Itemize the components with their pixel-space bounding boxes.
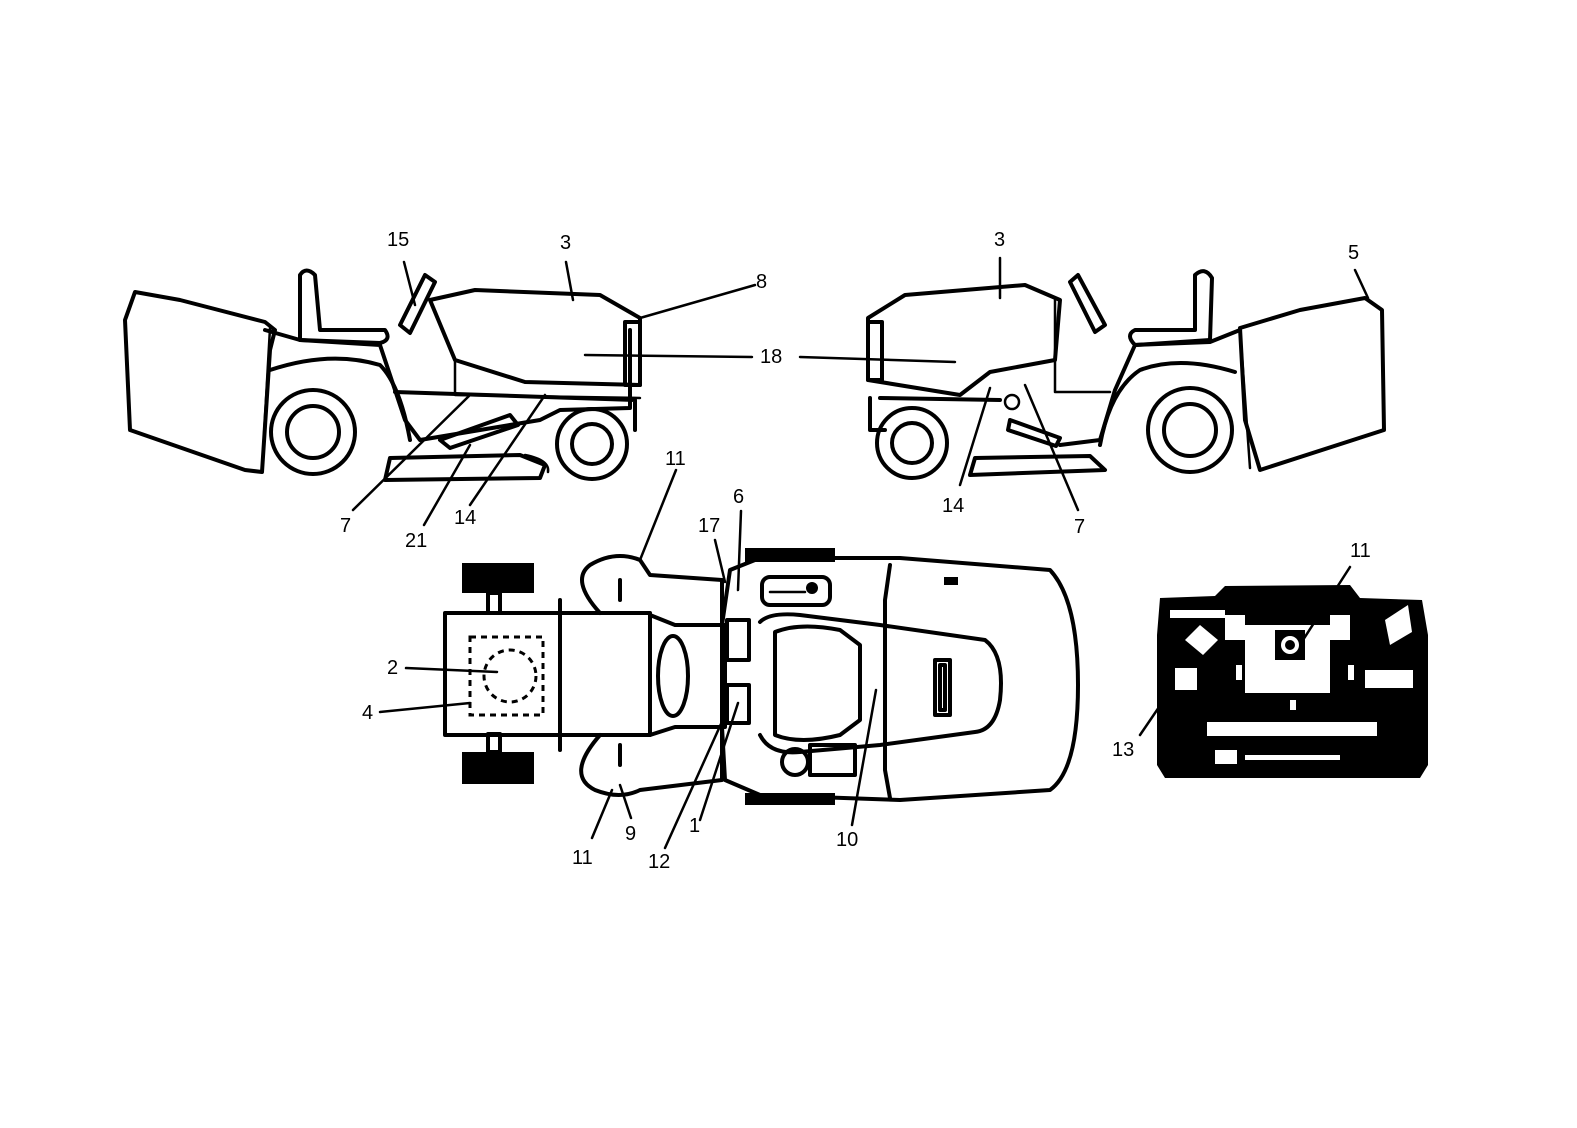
callout-right-5: 5 (1348, 242, 1359, 264)
callout-right-7: 7 (1074, 516, 1085, 538)
callout-top-17: 17 (698, 515, 720, 537)
callout-left-14: 14 (454, 507, 476, 529)
left-hood (428, 288, 642, 387)
top-front-tire-upper (745, 548, 835, 562)
top-rear-tire-lower (462, 752, 534, 784)
callout-right-14: 14 (942, 495, 964, 517)
callout-left-3: 3 (560, 232, 571, 254)
top-grass-bag (443, 611, 652, 737)
left-steering-wheel (398, 273, 437, 335)
callout-top-6: 6 (733, 486, 744, 508)
left-mower-deck (383, 453, 547, 482)
callout-left-18: 18 (760, 346, 782, 368)
top-front-tire-lower (745, 793, 835, 805)
right-body (1058, 328, 1242, 447)
callout-left-21: 21 (405, 530, 427, 552)
control-panel (1138, 565, 1428, 778)
top-rear-tire-upper (462, 563, 534, 593)
callout-top-12: 12 (648, 851, 670, 873)
right-steering-wheel (1068, 273, 1107, 334)
callout-panel-11: 11 (1350, 540, 1371, 562)
left-seat (298, 268, 390, 345)
callout-top-11a: 11 (665, 448, 686, 470)
callout-left-8: 8 (756, 271, 767, 293)
top-body (720, 556, 1080, 802)
left-grass-bag (123, 290, 277, 474)
callout-right-3: 3 (994, 229, 1005, 251)
callout-panel-13: 13 (1112, 739, 1134, 761)
right-front-wheel (875, 406, 949, 480)
right-mower-deck (968, 454, 1107, 477)
right-side-view-tractor (798, 256, 1386, 512)
right-seat (1128, 269, 1214, 347)
callout-top-11b: 11 (572, 847, 593, 869)
callout-top-2: 2 (387, 657, 398, 679)
left-side-view-tractor (123, 260, 757, 527)
callout-top-1: 1 (689, 815, 700, 837)
callout-top-4: 4 (362, 702, 373, 724)
top-view-tractor (378, 468, 1080, 850)
right-grass-bag (1238, 296, 1386, 472)
callout-left-15: 15 (387, 229, 409, 251)
left-rear-wheel (269, 388, 357, 476)
callout-left-7: 7 (340, 515, 351, 537)
left-front-wheel (555, 407, 629, 481)
right-hood (866, 283, 1062, 397)
callout-top-10: 10 (836, 829, 858, 851)
callout-labels: 15 3 8 18 7 21 14 3 5 14 7 11 17 6 2 4 1… (340, 229, 1371, 873)
right-rear-wheel (1146, 386, 1234, 474)
callout-top-9: 9 (625, 823, 636, 845)
